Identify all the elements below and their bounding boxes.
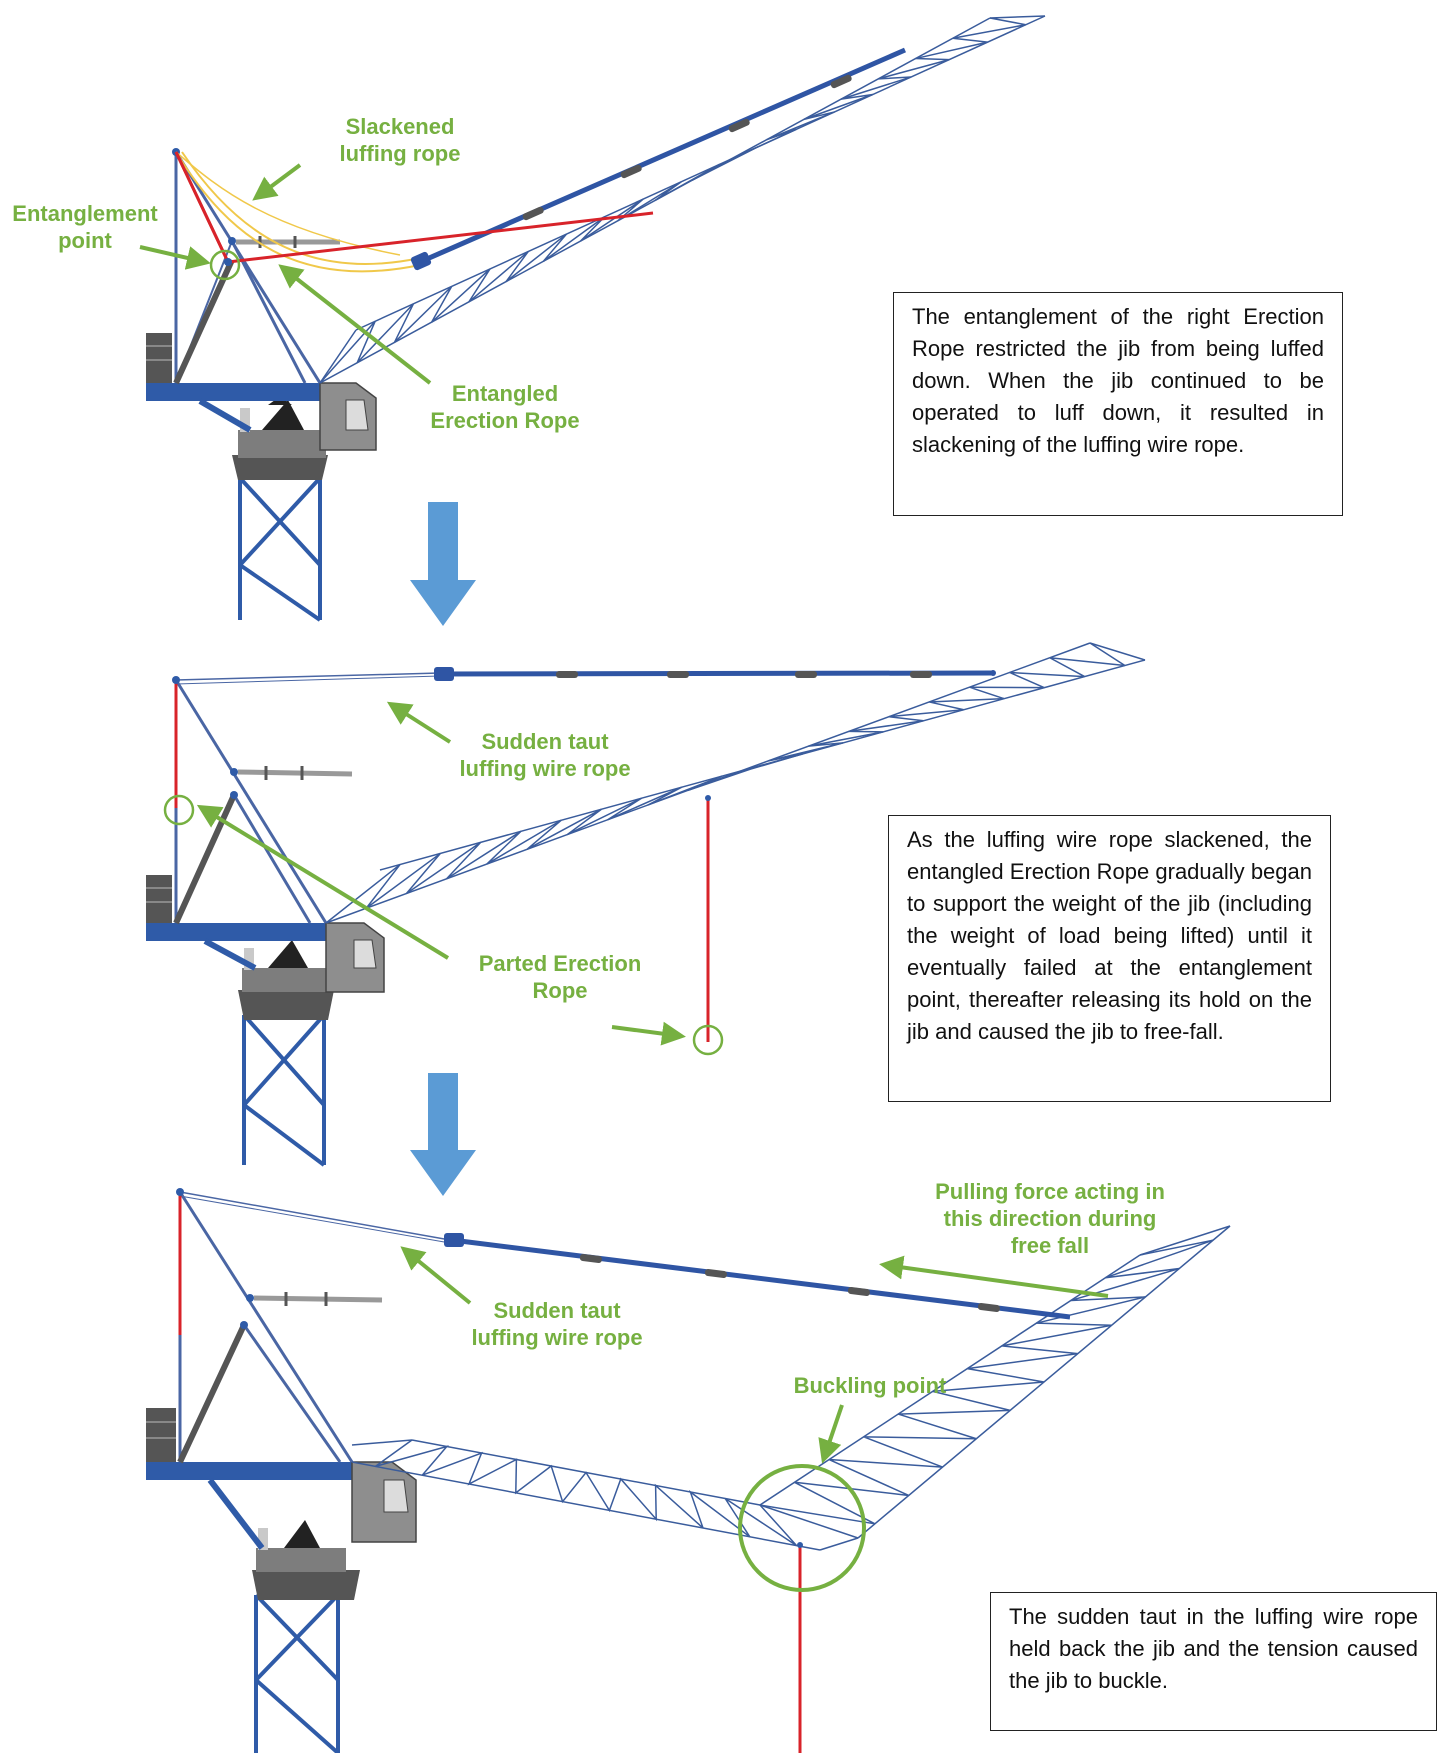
jib-lattice-web	[325, 642, 1126, 924]
stage2-description-box: As the luffing wire rope slackened, the …	[888, 815, 1331, 1102]
stage3-label-taut-line1: Sudden taut	[493, 1298, 621, 1323]
stage1-label-slackened: Slackened luffing rope	[325, 113, 475, 167]
stage1-label-entangled-line1: Entangled	[451, 381, 559, 406]
stage2-crane	[146, 642, 1146, 1167]
stage3-arrow-pulling	[879, 1255, 1109, 1298]
stage1-description-box: The entanglement of the right Erection R…	[893, 292, 1343, 516]
stage1-luffing-rope	[418, 47, 907, 265]
stage3-label-taut-line2: luffing wire rope	[471, 1325, 643, 1350]
stage3-crane	[146, 1188, 1231, 1753]
stage3-label-pulling: Pulling force acting in this direction d…	[920, 1178, 1180, 1259]
stage2-description-text: As the luffing wire rope slackened, the …	[907, 827, 1312, 1044]
stage1-label-entangled: Entangled Erection Rope	[420, 380, 590, 434]
stage2-parted-end-circle	[692, 1024, 724, 1056]
stage3-platform	[146, 1462, 352, 1480]
stage1-arrow-entangled	[278, 264, 432, 385]
stage3-label-pulling-line1: Pulling force acting in	[935, 1179, 1165, 1204]
stage3-luffing-rope	[451, 1237, 1071, 1320]
stage2-label-taut-line1: Sudden taut	[481, 729, 609, 754]
stage3-tower-mast	[254, 1593, 340, 1753]
stage3-label-buckling: Buckling point	[770, 1372, 970, 1399]
stage1-label-slackened-line1: Slackened	[345, 114, 455, 139]
stage1-machinery	[238, 430, 326, 458]
stage2-arrow-taut	[386, 701, 452, 744]
stage2-label-parted-line2: Rope	[532, 978, 588, 1003]
stage2-label-parted: Parted Erection Rope	[465, 950, 655, 1004]
stage3-arrow-taut	[400, 1246, 472, 1305]
stage1-description-text: The entanglement of the right Erection R…	[912, 304, 1324, 457]
stage1-crane	[146, 15, 1046, 622]
stage1-slewing-ring	[232, 455, 328, 480]
jib-lattice-web	[759, 1239, 1214, 1525]
stage3-label-pulling-line3: free fall	[1010, 1233, 1090, 1258]
stage1-label-entanglement: Entanglement point	[0, 200, 170, 254]
stage3-description-text: The sudden taut in the luffing wire rope…	[1009, 1604, 1418, 1693]
stage1-counterweight	[146, 333, 172, 383]
stage2-tower-mast	[242, 1013, 326, 1167]
stage2-label-parted-line1: Parted Erection	[478, 951, 642, 976]
stage1-erection-rope	[174, 151, 654, 264]
stage2-entanglement-circle	[163, 794, 195, 826]
stage3-arrow-buckling	[818, 1404, 844, 1464]
stage1-label-entangled-line2: Erection Rope	[430, 408, 580, 433]
jib-lattice-web	[319, 17, 1026, 384]
jib-lattice-web	[374, 1439, 798, 1547]
stage1-label-entanglement-line1: Entanglement	[12, 201, 158, 226]
stage3-label-buckling-text: Buckling point	[793, 1373, 947, 1398]
stage1-entanglement-circle	[209, 249, 241, 281]
stage2-arrow-parted	[196, 804, 450, 960]
stage3-description-box: The sudden taut in the luffing wire rope…	[990, 1592, 1437, 1731]
stage2-luffing-rope	[439, 670, 994, 677]
stage2-label-taut: Sudden taut luffing wire rope	[440, 728, 650, 782]
stage2-jib-lattice	[325, 642, 1146, 924]
stage1-arrow-slackened	[252, 163, 302, 201]
stage1-tower-mast	[238, 476, 322, 622]
stage2-arrow-parted-end	[611, 1021, 686, 1046]
stage1-label-entanglement-line2: point	[58, 228, 112, 253]
stage2-label-taut-line2: luffing wire rope	[459, 756, 631, 781]
down-arrow-2	[410, 1073, 476, 1196]
stage1-arrow-entanglement	[139, 245, 211, 270]
stage2-platform	[146, 923, 342, 941]
stage3-label-taut: Sudden taut luffing wire rope	[452, 1297, 662, 1351]
down-arrow-1	[410, 502, 476, 626]
stage3-label-pulling-line2: this direction during	[943, 1206, 1157, 1231]
stage1-platform	[146, 383, 344, 401]
stage3-buckling-circle	[738, 1464, 866, 1592]
stage1-jib-lattice	[319, 15, 1046, 384]
stage1-label-slackened-line2: luffing rope	[339, 141, 461, 166]
